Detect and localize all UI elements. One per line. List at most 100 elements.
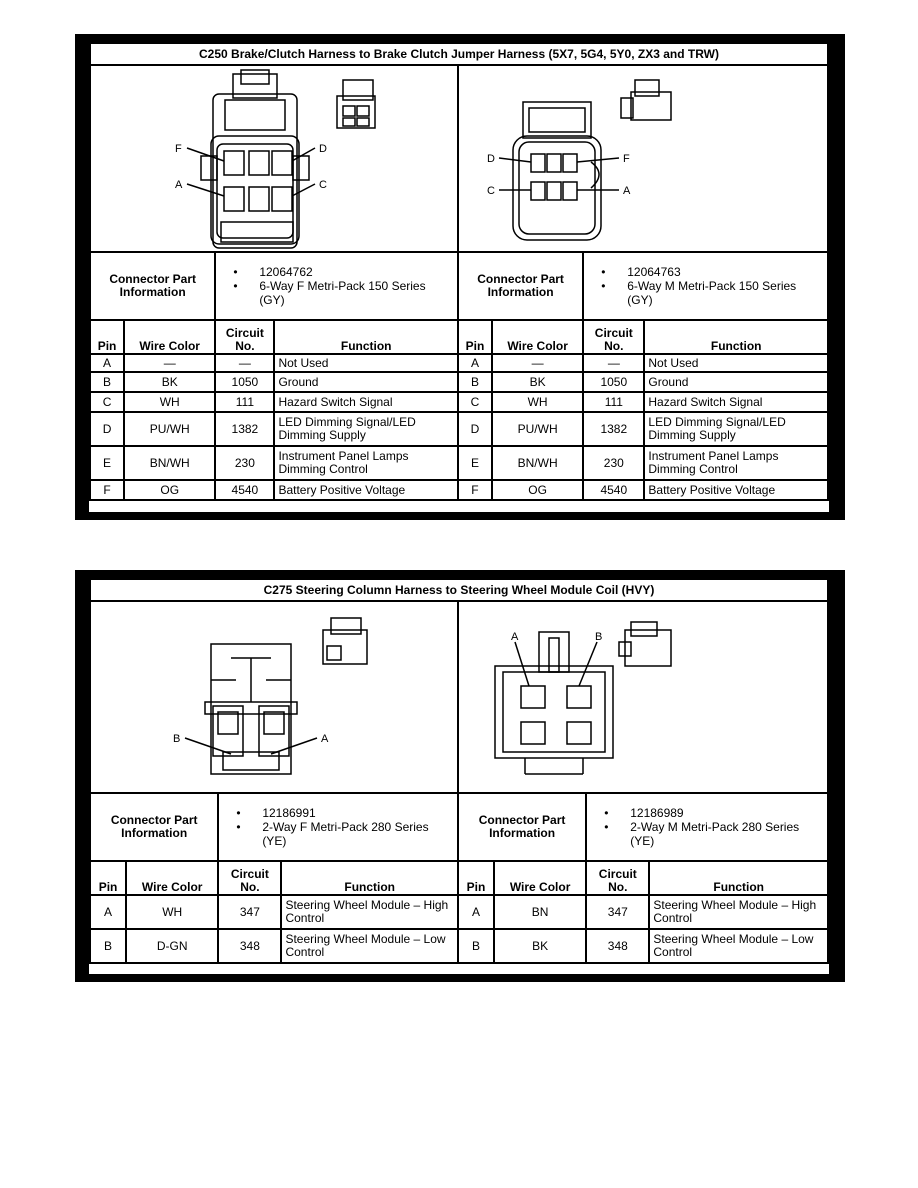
c250-right-part-description: 6-Way M Metri-Pack 150 Series (GY) — [601, 279, 824, 307]
wire-color-cell: BK — [492, 928, 588, 964]
function-cell: Ground — [643, 371, 829, 393]
function-cell: LED Dimming Signal/LED Dimming Supply — [643, 411, 829, 447]
c250-table: C250 Brake/Clutch Harness to Brake Clutc… — [88, 42, 830, 501]
male-2way-connector-icon: A B — [494, 621, 672, 775]
c250-left-header-circuit: Circuit No. — [214, 319, 276, 355]
circuit-cell: 230 — [214, 445, 276, 481]
c250-right-pin-label-f: F — [623, 153, 630, 165]
c275-header-row: Pin Wire Color Circuit No. Function Pin … — [88, 860, 829, 896]
wire-color-cell: PU/WH — [123, 411, 217, 447]
c275-left-pin-label-a: A — [321, 733, 329, 745]
wire-color-cell: WH — [490, 391, 585, 413]
c275-left-connector-info-label: Connector Part Information — [88, 792, 220, 862]
c250-right-pin-label-c: C — [487, 185, 495, 197]
c250-right-header-wire: Wire Color — [490, 319, 585, 355]
pin-cell: F — [88, 479, 126, 501]
function-cell: Steering Wheel Module – High Control — [280, 894, 459, 930]
male-6way-connector-icon: D F C A — [487, 79, 672, 241]
c250-right-connector-info: 12064763 6-Way M Metri-Pack 150 Series (… — [582, 251, 829, 321]
c250-male-connector-diagram: D F C A — [456, 64, 830, 253]
circuit-cell: 1382 — [214, 411, 276, 447]
c275-left-part-description: 2-Way F Metri-Pack 280 Series (YE) — [236, 820, 454, 848]
c250-right-part-number: 12064763 — [601, 265, 824, 279]
table-row: F OG 4540 Battery Positive Voltage F OG … — [88, 479, 829, 501]
pin-cell: A — [88, 353, 126, 373]
c250-left-pin-label-a: A — [175, 179, 183, 191]
wire-color-cell: BK — [123, 371, 217, 393]
c250-left-header-pin: Pin — [88, 319, 126, 355]
c250-female-connector-diagram: F D A C — [89, 64, 459, 253]
female-6way-connector-icon: F D A C — [175, 69, 376, 249]
circuit-cell: 1050 — [582, 371, 646, 393]
c250-panel: C250 Brake/Clutch Harness to Brake Clutc… — [75, 34, 845, 520]
c275-female-connector-diagram: B A — [89, 600, 459, 794]
c275-right-pin-label-a: A — [511, 631, 519, 643]
c275-title: C275 Steering Column Harness to Steering… — [89, 578, 829, 602]
circuit-cell: — — [214, 353, 276, 373]
c250-left-pin-label-d: D — [319, 143, 327, 155]
c275-right-header-pin: Pin — [456, 860, 495, 896]
circuit-cell: 111 — [582, 391, 646, 413]
c250-left-header-function: Function — [273, 319, 459, 355]
pin-cell: C — [88, 391, 126, 413]
table-row: B D-GN 348 Steering Wheel Module – Low C… — [88, 928, 829, 964]
function-cell: Steering Wheel Module – Low Control — [648, 928, 829, 964]
c275-right-pin-label-b: B — [595, 631, 602, 643]
c275-right-part-number: 12186989 — [604, 806, 824, 820]
function-cell: LED Dimming Signal/LED Dimming Supply — [273, 411, 459, 447]
wire-color-cell: BN — [492, 894, 588, 930]
wire-color-cell: — — [490, 353, 585, 373]
function-cell: Ground — [273, 371, 459, 393]
wire-color-cell: — — [123, 353, 217, 373]
wire-color-cell: BK — [490, 371, 585, 393]
c275-left-connector-info: 12186991 2-Way F Metri-Pack 280 Series (… — [217, 792, 459, 862]
c250-title: C250 Brake/Clutch Harness to Brake Clutc… — [89, 42, 829, 66]
c275-right-header-circuit: Circuit No. — [585, 860, 651, 896]
c275-left-header-wire: Wire Color — [125, 860, 220, 896]
wire-color-cell: PU/WH — [490, 411, 585, 447]
c250-table-frame: C250 Brake/Clutch Harness to Brake Clutc… — [88, 42, 830, 512]
c275-table: C275 Steering Column Harness to Steering… — [88, 578, 830, 964]
circuit-cell: 1382 — [582, 411, 646, 447]
pin-cell: F — [456, 479, 494, 501]
female-2way-connector-icon: B A — [173, 617, 368, 775]
pin-cell: B — [88, 928, 128, 964]
circuit-cell: 230 — [582, 445, 646, 481]
circuit-cell: 1050 — [214, 371, 276, 393]
wire-color-cell: WH — [123, 391, 217, 413]
table-row: A — — Not Used A — — Not Used — [88, 353, 829, 373]
circuit-cell: 4540 — [214, 479, 276, 501]
circuit-cell: — — [582, 353, 646, 373]
c250-left-part-number: 12064762 — [233, 265, 454, 279]
c275-right-connector-info-label: Connector Part Information — [456, 792, 588, 862]
function-cell: Not Used — [273, 353, 459, 373]
c250-right-header-function: Function — [643, 319, 829, 355]
c250-right-header-pin: Pin — [456, 319, 494, 355]
function-cell: Hazard Switch Signal — [273, 391, 459, 413]
c250-right-connector-info-label: Connector Part Information — [456, 251, 585, 321]
wire-color-cell: WH — [125, 894, 220, 930]
function-cell: Battery Positive Voltage — [643, 479, 829, 501]
table-row: A WH 347 Steering Wheel Module – High Co… — [88, 894, 829, 930]
c275-right-part-description: 2-Way M Metri-Pack 280 Series (YE) — [604, 820, 824, 848]
c275-right-connector-info: 12186989 2-Way M Metri-Pack 280 Series (… — [585, 792, 829, 862]
function-cell: Steering Wheel Module – High Control — [648, 894, 829, 930]
c275-left-part-number: 12186991 — [236, 806, 454, 820]
circuit-cell: 348 — [585, 928, 651, 964]
c275-table-frame: C275 Steering Column Harness to Steering… — [88, 578, 830, 974]
pin-cell: C — [456, 391, 494, 413]
circuit-cell: 4540 — [582, 479, 646, 501]
table-row: C WH 111 Hazard Switch Signal C WH 111 H… — [88, 391, 829, 413]
c275-male-connector-diagram: A B — [456, 600, 830, 794]
function-cell: Steering Wheel Module – Low Control — [280, 928, 459, 964]
function-cell: Not Used — [643, 353, 829, 373]
table-row: D PU/WH 1382 LED Dimming Signal/LED Dimm… — [88, 411, 829, 447]
pin-cell: A — [456, 894, 495, 930]
c250-left-connector-info: 12064762 6-Way F Metri-Pack 150 Series (… — [214, 251, 459, 321]
circuit-cell: 348 — [217, 928, 283, 964]
pin-cell: A — [456, 353, 494, 373]
pin-cell: A — [88, 894, 128, 930]
c275-left-header-function: Function — [280, 860, 459, 896]
c250-right-header-circuit: Circuit No. — [582, 319, 646, 355]
c275-panel: C275 Steering Column Harness to Steering… — [75, 570, 845, 982]
